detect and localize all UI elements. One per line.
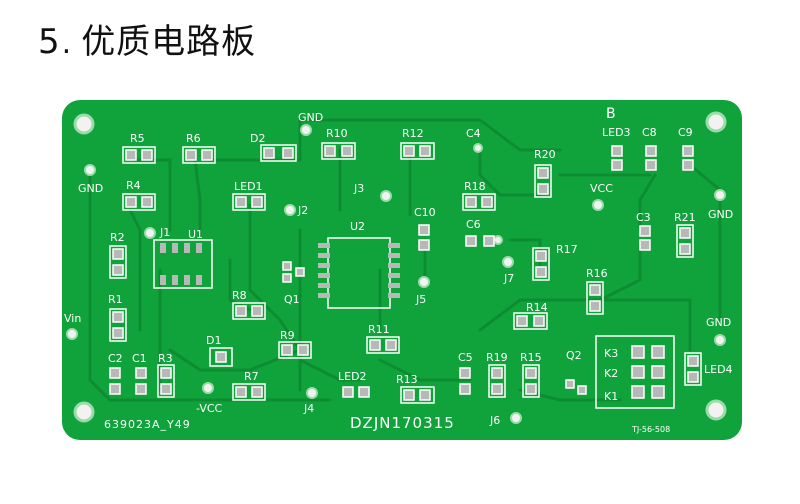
label-u2: U2 — [350, 220, 365, 233]
label-gnd-top: GND — [298, 111, 323, 124]
label-r18: R18 — [464, 180, 486, 193]
label-j3: J3 — [353, 182, 364, 195]
switch-pads — [631, 345, 665, 399]
mounting-holes — [73, 111, 727, 423]
label-d2: D2 — [250, 132, 265, 145]
label-r20: R20 — [534, 148, 556, 161]
label-c2: C2 — [108, 352, 123, 365]
label-r7: R7 — [244, 370, 259, 383]
label-j1: J1 — [159, 226, 170, 239]
label-j6: J6 — [489, 414, 500, 427]
silkscreen-outlines — [109, 142, 702, 409]
label-led1: LED1 — [234, 180, 263, 193]
label-r1: R1 — [108, 293, 123, 306]
label-c6: C6 — [466, 218, 481, 231]
copper-traces — [88, 118, 722, 402]
label-r19: R19 — [486, 351, 508, 364]
label-neg-vcc: -VCC — [196, 402, 223, 415]
label-b: B — [606, 106, 616, 122]
label-r9: R9 — [280, 329, 295, 342]
label-gnd-right-2: GND — [706, 316, 731, 329]
label-r4: R4 — [126, 179, 141, 192]
label-j4: J4 — [303, 402, 314, 415]
label-r8: R8 — [232, 289, 247, 302]
label-r13: R13 — [396, 373, 418, 386]
label-q1: Q1 — [284, 293, 300, 306]
u1-outline — [153, 239, 213, 289]
label-r2: R2 — [110, 231, 125, 244]
vias — [66, 124, 726, 424]
label-r21: R21 — [674, 211, 696, 224]
ic-u1-pads — [160, 243, 202, 285]
label-r3: R3 — [158, 352, 173, 365]
label-c9: C9 — [678, 126, 693, 139]
label-r11: R11 — [368, 323, 390, 336]
mount-hole-top-right — [705, 111, 727, 133]
label-k3: K3 — [604, 347, 618, 360]
label-r16: R16 — [586, 267, 608, 280]
mount-hole-bottom-right — [705, 399, 727, 421]
page-heading: 5 . 优质电路板 — [38, 14, 256, 62]
label-r5: R5 — [130, 132, 145, 145]
ic-u2-pads — [318, 243, 400, 298]
label-c8: C8 — [642, 126, 657, 139]
label-small-code: TJ-56-508 — [631, 425, 670, 434]
label-vcc: VCC — [590, 182, 613, 195]
heading-dot: . — [61, 26, 72, 61]
label-r10: R10 — [326, 127, 348, 140]
label-c1: C1 — [132, 352, 147, 365]
label-gnd-left: GND — [78, 182, 103, 195]
label-c10: C10 — [414, 206, 436, 219]
label-part-id: 639023A_Y49 — [104, 418, 191, 431]
label-r15: R15 — [520, 351, 542, 364]
label-j7: J7 — [503, 272, 514, 285]
label-led3: LED3 — [602, 126, 631, 139]
label-r6: R6 — [186, 132, 201, 145]
heading-title: 优质电路板 — [81, 22, 257, 62]
label-k2: K2 — [604, 367, 618, 380]
label-vin: Vin — [64, 312, 81, 325]
label-k1: K1 — [604, 390, 618, 403]
label-gnd-right-1: GND — [708, 208, 733, 221]
label-board-name: DZJN170315 — [350, 414, 455, 432]
component-pads — [109, 145, 699, 401]
heading-number: 5 — [38, 22, 60, 62]
label-c4: C4 — [466, 127, 481, 140]
label-r12: R12 — [402, 127, 424, 140]
switch-outline — [595, 335, 675, 409]
label-c5: C5 — [458, 351, 473, 364]
label-j5: J5 — [415, 293, 426, 306]
label-j2: J2 — [297, 204, 308, 217]
label-led4: LED4 — [704, 363, 733, 376]
label-r17: R17 — [556, 243, 578, 256]
mount-hole-top-left — [73, 113, 95, 135]
label-u1: U1 — [188, 228, 203, 241]
label-d1: D1 — [206, 334, 221, 347]
label-c3: C3 — [636, 211, 651, 224]
silkscreen-labels: B GND GND GND GND VCC -VCC Vin R5 R6 D2 … — [64, 106, 733, 434]
label-r14: R14 — [526, 301, 548, 314]
mount-hole-bottom-left — [73, 401, 95, 423]
label-led2: LED2 — [338, 370, 367, 383]
label-q2: Q2 — [566, 349, 582, 362]
